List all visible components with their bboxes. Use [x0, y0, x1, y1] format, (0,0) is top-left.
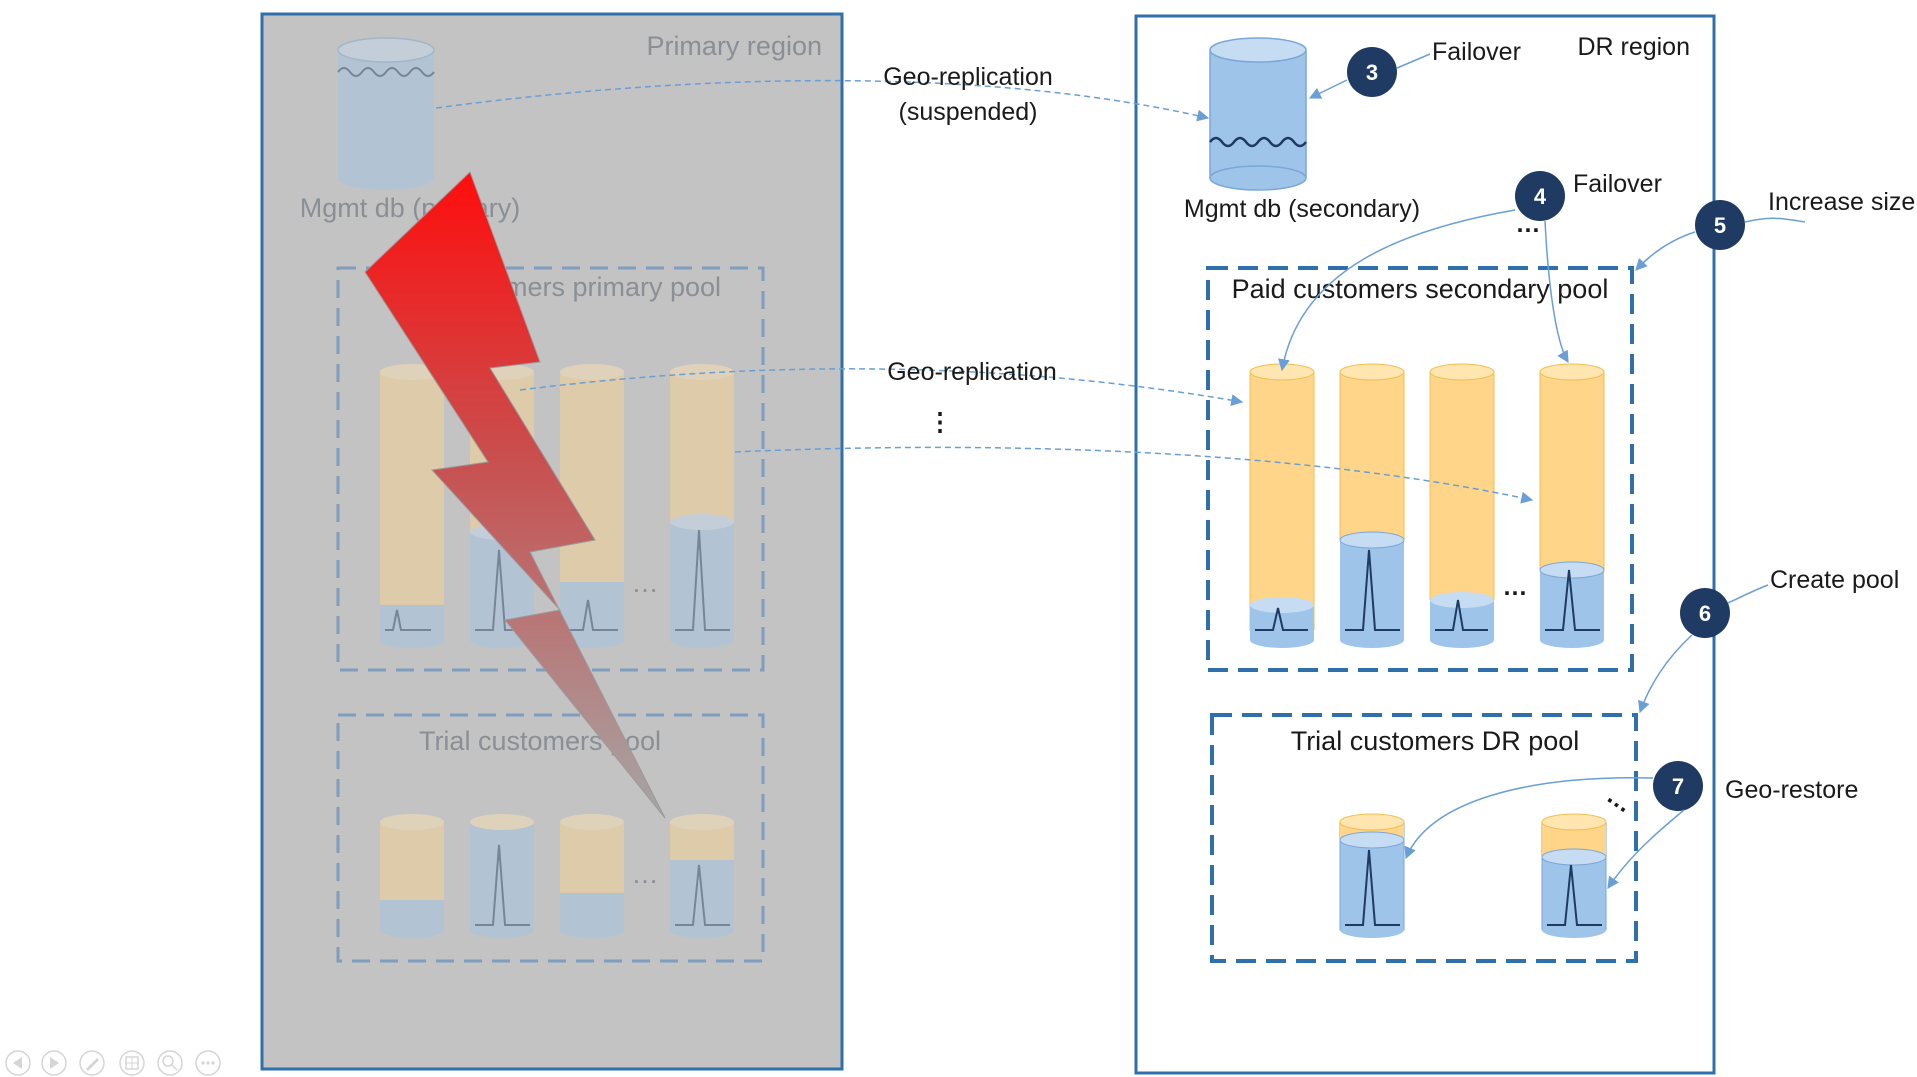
geo-replication-vertical-ellipsis: ⋮: [928, 408, 953, 436]
step-5-label: Increase size: [1768, 188, 1915, 216]
step-7-arrow-left: [1404, 777, 1654, 860]
dr-paid-pool-ellipsis: …: [1503, 573, 1528, 601]
step-6-label: Create pool: [1770, 566, 1899, 594]
svg-text:6: 6: [1699, 601, 1711, 626]
svg-text:3: 3: [1366, 60, 1378, 85]
dr-paid-db-4-icon: [1539, 363, 1605, 648]
dr-paid-pool-label: Paid customers secondary pool: [1232, 274, 1609, 304]
pen-tool-button[interactable]: [79, 1050, 105, 1076]
geo-replication-suspended-label: Geo-replication: [883, 63, 1053, 91]
geo-replication-suspended-arrow: [435, 79, 1210, 122]
step-6-connector: [1727, 584, 1769, 604]
dr-paid-db-1-icon: [1249, 363, 1315, 648]
step-4-ellipsis: …: [1516, 210, 1541, 238]
dr-region-box: [1134, 14, 1716, 1075]
step-4-arrow-left: [1278, 209, 1516, 372]
dr-region: DR region Mgmt db (secondary) Paid custo…: [1134, 14, 1716, 1075]
next-slide-button[interactable]: [41, 1050, 67, 1076]
step-7-arrow-right: [1607, 809, 1685, 889]
magnifier-icon: [162, 1055, 174, 1067]
previous-slide-button[interactable]: [5, 1050, 31, 1076]
primary-trial-db-4-icon: [670, 814, 734, 938]
dr-trial-pool: [1210, 713, 1638, 963]
primary-region-title: Primary region: [646, 31, 822, 61]
dr-paid-db-2-icon: [1339, 363, 1405, 648]
svg-text:5: 5: [1714, 213, 1726, 238]
svg-text:7: 7: [1672, 774, 1684, 799]
step-5-arrow: [1635, 231, 1696, 271]
zoom-button[interactable]: [157, 1050, 183, 1076]
primary-paid-db-4-icon: [670, 364, 734, 648]
primary-paid-db-3-icon: [560, 364, 624, 648]
slides-grid-icon: [125, 1056, 139, 1070]
dr-trial-pool-label: Trial customers DR pool: [1291, 726, 1580, 756]
dr-trial-db-1-icon: [1339, 813, 1405, 938]
primary-trial-pool: [336, 713, 765, 963]
step-5-badge: 5: [1695, 200, 1745, 250]
dr-region-title: DR region: [1577, 33, 1690, 61]
primary-paid-pool-ellipsis: …: [632, 568, 659, 598]
geo-replication-arrow-1: [519, 368, 1244, 407]
step-6-badge: 6: [1680, 588, 1730, 638]
dr-mgmt-db-label: Mgmt db (secondary): [1184, 195, 1420, 223]
step-3-arrow: [1308, 79, 1348, 99]
pen-icon: [86, 1058, 99, 1071]
primary-trial-pool-ellipsis: …: [632, 859, 659, 889]
more-dots-icon: [201, 1061, 205, 1065]
step-7-label: Geo-restore: [1725, 776, 1858, 804]
step-7-badge: 7: [1653, 761, 1703, 811]
step-3-label: Failover: [1432, 38, 1521, 66]
dr-mgmt-db-icon: [1209, 37, 1307, 191]
more-options-button[interactable]: [195, 1050, 221, 1076]
geo-replication-label: Geo-replication: [887, 358, 1057, 386]
step-6-arrow: [1638, 634, 1693, 714]
primary-trial-db-2-icon: [470, 814, 534, 938]
step-4-arrow-right: [1544, 220, 1569, 364]
presentation-toolbar: [5, 1050, 221, 1076]
geo-replication-arrow-2: [734, 446, 1534, 504]
dr-trial-db-2-icon: [1541, 813, 1607, 938]
svg-text:4: 4: [1534, 184, 1547, 209]
see-all-slides-button[interactable]: [119, 1050, 145, 1076]
step-5-connector: [1744, 217, 1806, 223]
lightning-bolt-icon: [364, 171, 666, 819]
geo-replication-suspended-sublabel: (suspended): [899, 98, 1038, 126]
primary-trial-db-1-icon: [380, 814, 444, 938]
primary-trial-db-3-icon: [560, 814, 624, 938]
primary-paid-db-1-icon: [380, 364, 444, 648]
dr-paid-pool: [1206, 266, 1634, 672]
step-4-label: Failover: [1573, 170, 1662, 198]
step-3-connector: [1396, 53, 1431, 69]
primary-mgmt-db-icon: [337, 37, 435, 190]
step-4-badge: 4: [1515, 171, 1565, 221]
step-3-badge: 3: [1347, 47, 1397, 97]
dr-paid-db-3-icon: [1429, 363, 1495, 648]
